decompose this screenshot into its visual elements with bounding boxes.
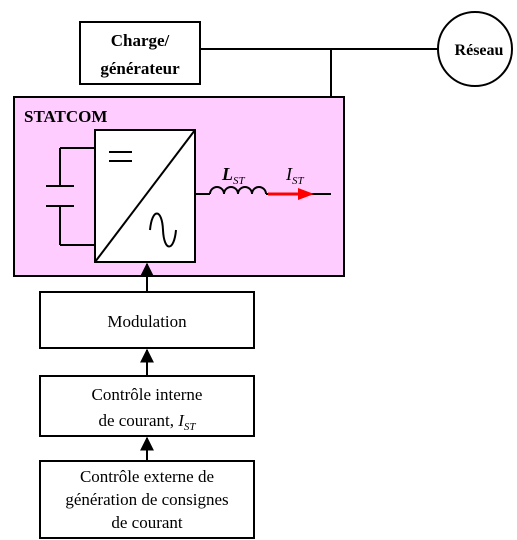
outer-control-block: Contrôle externe de génération de consig… bbox=[39, 460, 255, 539]
inner-control-block: Contrôle interne de courant, IST bbox=[39, 375, 255, 437]
modulation-block: Modulation bbox=[39, 291, 255, 349]
outer-control-line1: Contrôle externe de bbox=[80, 467, 214, 486]
modulation-label: Modulation bbox=[107, 312, 187, 331]
outer-control-line2: génération de consignes bbox=[65, 490, 228, 509]
statcom-block: STATCOM LST IST bbox=[13, 96, 345, 277]
outer-control-line3: de courant bbox=[111, 513, 183, 532]
converter bbox=[94, 129, 196, 263]
ac-symbol bbox=[149, 212, 177, 248]
converter-diagonal bbox=[94, 129, 196, 263]
load-label-line2: générateur bbox=[100, 59, 180, 78]
load-label-line1: Charge/ bbox=[111, 31, 170, 50]
grid-block: Réseau bbox=[437, 11, 513, 87]
current-label: IST bbox=[285, 164, 305, 187]
inner-control-line1: Contrôle interne bbox=[92, 385, 203, 404]
current-arrow-head bbox=[298, 188, 314, 200]
inductor-label: LST bbox=[221, 164, 246, 187]
load-generator-block: Charge/ générateur bbox=[79, 21, 201, 85]
grid-label: Réseau bbox=[455, 42, 504, 59]
dc-capacitor bbox=[46, 147, 95, 246]
inductor bbox=[209, 186, 267, 195]
statcom-title: STATCOM bbox=[24, 107, 107, 126]
inner-control-line2: de courant, IST bbox=[98, 411, 196, 433]
